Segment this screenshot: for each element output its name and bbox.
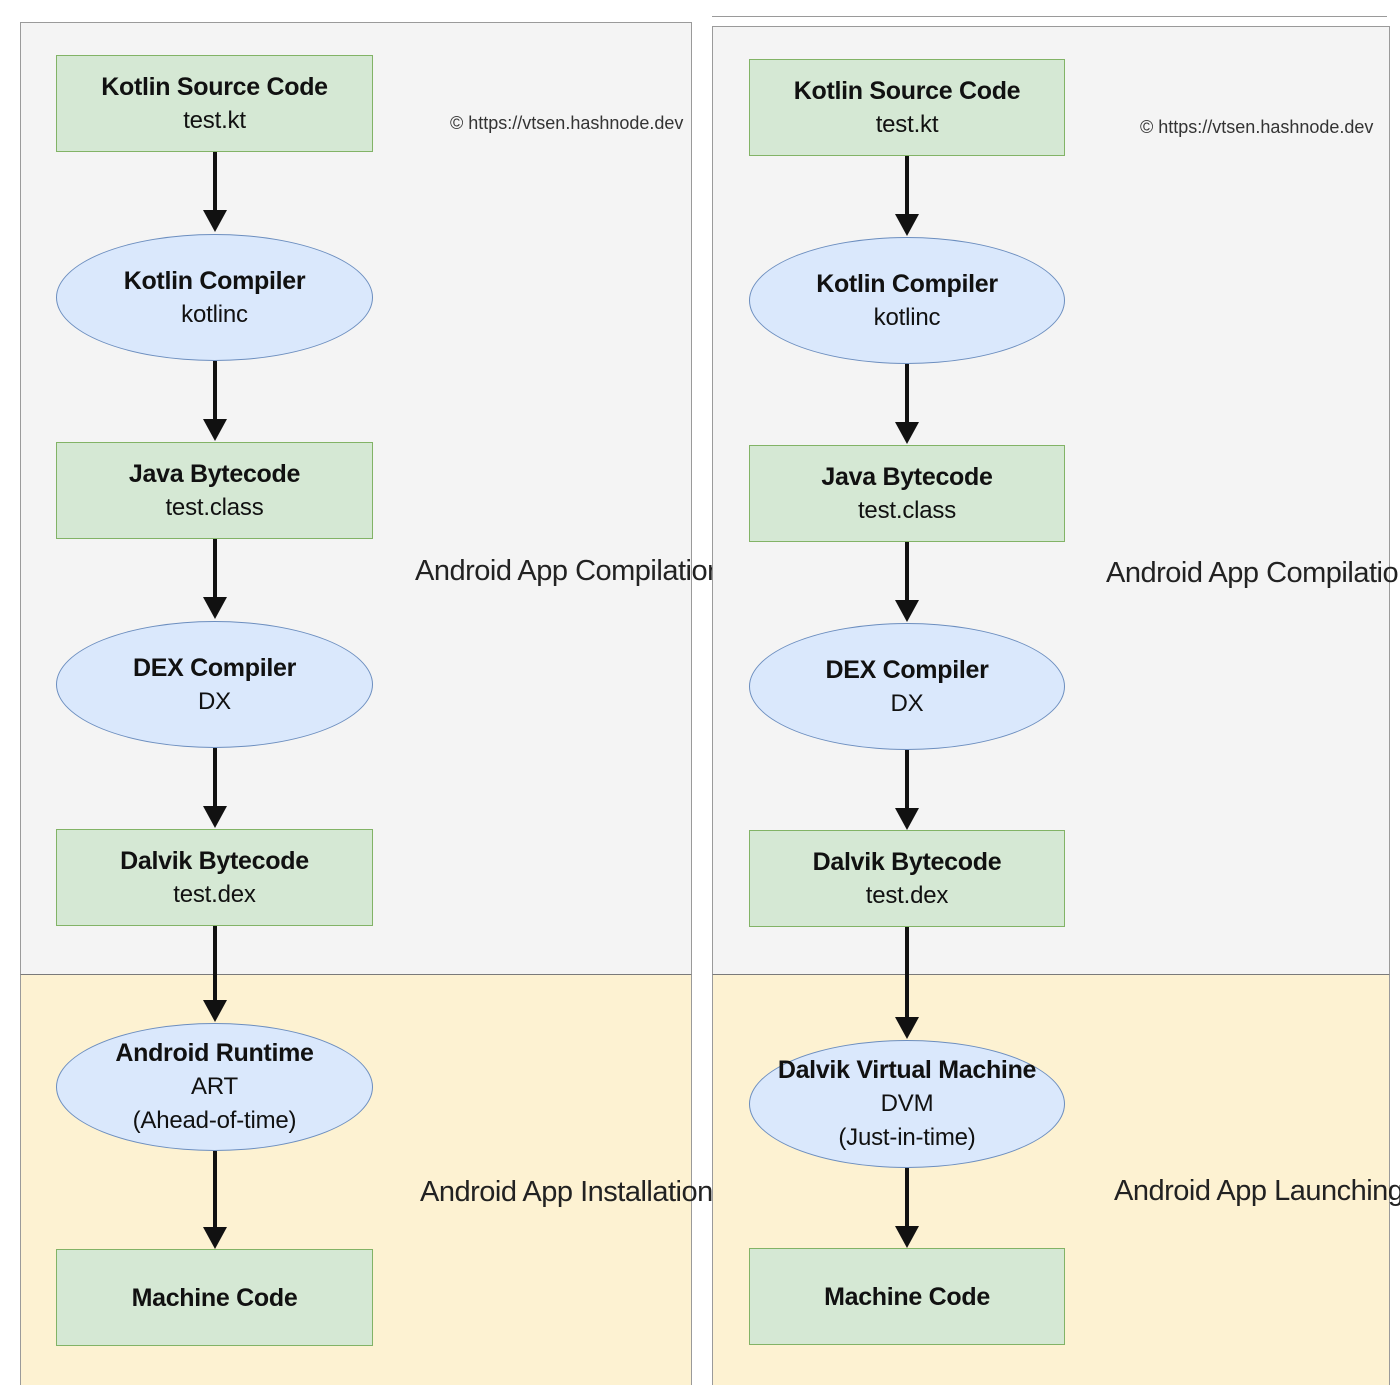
node-subtitle: kotlinc [873,303,941,331]
dalvik-virtual-machine-node: Dalvik Virtual Machine DVM (Just-in-time… [749,1040,1065,1168]
node-title: Android Runtime [115,1039,314,1067]
node-subtitle-mode: (Ahead-of-time) [132,1107,297,1134]
kotlin-compiler-node: Kotlin Compiler kotlinc [749,237,1065,364]
machine-code-node: Machine Code [749,1248,1065,1345]
node-subtitle: test.dex [865,881,949,909]
android-runtime-node: Android Runtime ART (Ahead-of-time) [56,1023,373,1151]
node-subtitle: test.dex [173,880,256,908]
kotlin-source-code-node: Kotlin Source Code test.kt [56,55,373,152]
flow-arrow [200,748,230,828]
node-title: Kotlin Source Code [101,72,328,101]
node-title: Kotlin Compiler [816,269,998,298]
flow-arrow [200,152,230,232]
node-title: DEX Compiler [132,653,297,682]
node-subtitle: ART [191,1073,238,1100]
top-divider [712,16,1387,17]
compilation-phase-label: Android App Compilation [415,555,723,587]
dvm-pipeline-panel: © https://vtsen.hashnode.dev Kotlin Sour… [708,0,1400,1400]
java-bytecode-node: Java Bytecode test.class [749,445,1065,542]
node-title: Kotlin Compiler [123,266,306,295]
node-subtitle: test.class [165,493,264,521]
node-title: Java Bytecode [128,459,301,488]
dalvik-bytecode-node: Dalvik Bytecode test.dex [749,830,1065,927]
dex-compiler-node: DEX Compiler DX [749,623,1065,750]
node-title: Dalvik Bytecode [812,847,1002,876]
node-title: Kotlin Source Code [793,76,1021,105]
node-subtitle: DX [198,687,231,715]
node-subtitle-mode: (Just-in-time) [838,1124,976,1151]
flow-arrow [200,361,230,441]
node-subtitle: DVM [880,1090,934,1117]
flow-arrow [892,364,922,444]
flow-arrow [892,156,922,236]
launching-phase-label: Android App Launching [1114,1175,1400,1207]
installation-phase-label: Android App Installation [420,1176,713,1208]
dex-compiler-node: DEX Compiler DX [56,621,373,748]
credit-text: © https://vtsen.hashnode.dev [1140,117,1374,137]
node-subtitle: kotlinc [181,300,248,328]
java-bytecode-node: Java Bytecode test.class [56,442,373,539]
flow-arrow [892,542,922,622]
flow-arrow [200,926,230,1022]
node-subtitle: test.kt [183,106,246,134]
flow-arrow [892,927,922,1039]
flow-arrow [200,1151,230,1249]
credit-text: © https://vtsen.hashnode.dev [450,113,684,133]
art-pipeline-panel: © https://vtsen.hashnode.dev Kotlin Sour… [0,0,723,1400]
machine-code-node: Machine Code [56,1249,373,1346]
dalvik-bytecode-node: Dalvik Bytecode test.dex [56,829,373,926]
node-title: Machine Code [824,1282,990,1311]
node-title: Dalvik Bytecode [120,846,309,875]
node-subtitle: DX [890,689,924,717]
kotlin-compiler-node: Kotlin Compiler kotlinc [56,234,373,361]
flow-arrow [200,539,230,619]
node-title: Java Bytecode [821,462,993,491]
node-title: Machine Code [131,1283,298,1312]
node-title: Dalvik Virtual Machine [777,1056,1037,1084]
compilation-phase-label: Android App Compilation [1106,557,1400,589]
flow-arrow [892,750,922,830]
flow-arrow [892,1168,922,1248]
node-title: DEX Compiler [825,655,989,684]
kotlin-source-code-node: Kotlin Source Code test.kt [749,59,1065,156]
node-subtitle: test.class [857,496,957,524]
node-subtitle: test.kt [875,110,939,138]
